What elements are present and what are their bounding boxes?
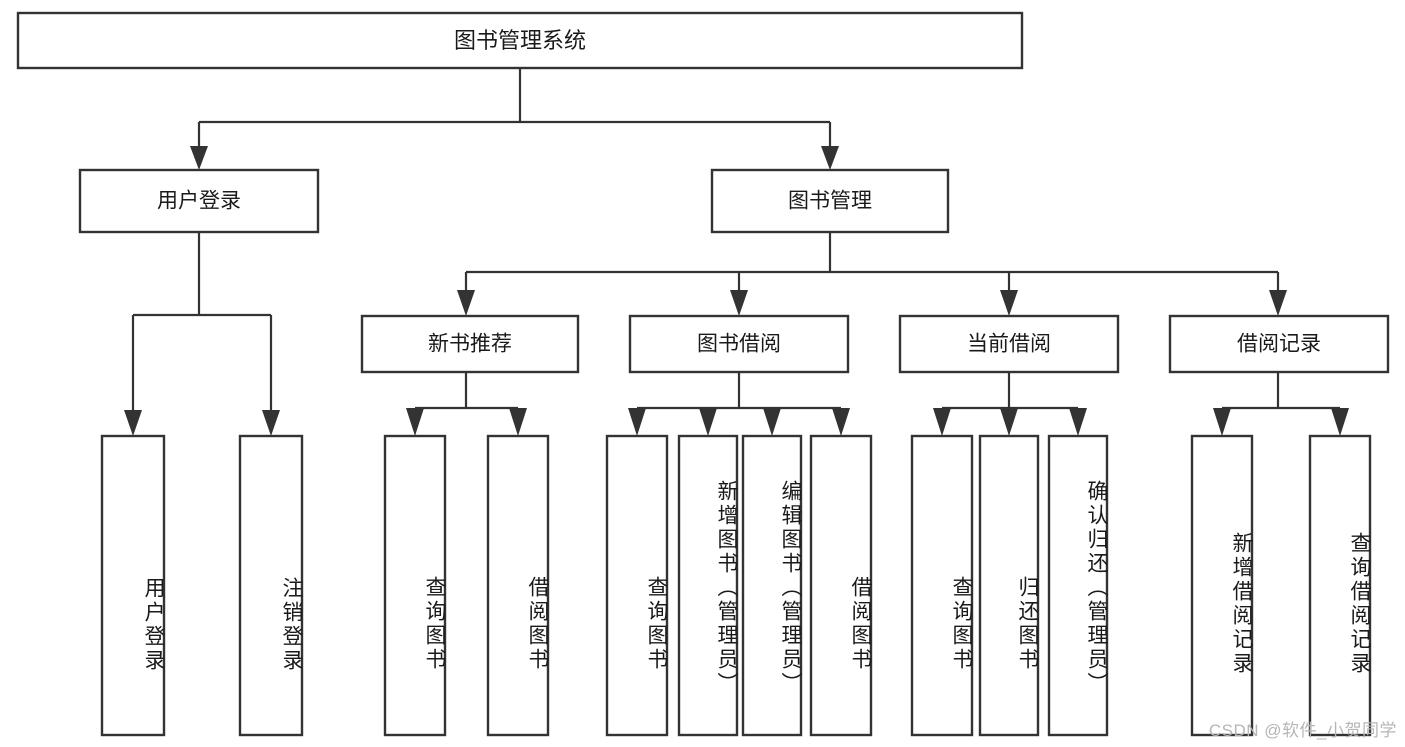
node-box-leaf-borrow-book-2[interactable]	[809, 434, 873, 737]
node-box-leaf-user-login[interactable]	[100, 434, 166, 737]
node-label-user-login: 用户登录	[157, 190, 241, 213]
node-box-leaf-edit-book[interactable]	[741, 434, 803, 737]
node-label-book-management: 图书管理	[788, 190, 872, 213]
node-label-new-book-recommend: 新书推荐	[428, 333, 512, 356]
arrow-head-leaf-add-book	[699, 408, 717, 436]
arrow-head-leaf-return-book	[1000, 408, 1018, 436]
node-box-leaf-add-record[interactable]	[1190, 434, 1254, 737]
node-box-book-borrow[interactable]	[628, 314, 850, 374]
csdn-watermark: CSDN @软件_小贺同学	[1208, 721, 1397, 740]
node-label-borrow-record: 借阅记录	[1237, 333, 1321, 356]
arrow-head-leaf-query-book-1	[406, 408, 424, 436]
node-box-leaf-borrow-book-1[interactable]	[486, 434, 550, 737]
arrow-head-new-book-recommend	[457, 290, 475, 316]
node-layer: 图书管理系统 用户登录 图书管理 新书推荐 图书借阅 当前借阅 借阅记录	[16, 11, 1390, 737]
node-box-new-book-recommend[interactable]	[360, 314, 580, 374]
node-box-book-management[interactable]	[710, 168, 950, 234]
connector-layer	[124, 68, 1349, 436]
arrow-head-leaf-edit-book	[763, 408, 781, 436]
node-box-leaf-query-record[interactable]	[1308, 434, 1372, 737]
node-label-book-borrow: 图书借阅	[697, 333, 781, 356]
arrow-head-leaf-add-record	[1213, 408, 1231, 436]
arrow-head-leaf-borrow-book-2	[832, 408, 850, 436]
node-box-current-borrow[interactable]	[898, 314, 1120, 374]
arrow-head-leaf-confirm-return	[1069, 408, 1087, 436]
node-box-leaf-confirm-return[interactable]	[1047, 434, 1109, 737]
node-box-root[interactable]	[16, 11, 1024, 70]
arrow-head-leaf-query-record	[1331, 408, 1349, 436]
arrow-head-current-borrow	[1000, 290, 1018, 316]
arrow-head-leaf-query-book-2	[628, 408, 646, 436]
arrow-head-book-borrow	[730, 290, 748, 316]
arrow-head-leaf-user-login	[124, 410, 142, 436]
node-box-leaf-return-book[interactable]	[978, 434, 1040, 737]
arrow-head-leaf-logout-login	[262, 410, 280, 436]
node-box-leaf-logout-login[interactable]	[238, 434, 304, 737]
arrow-head-leaf-borrow-book-1	[509, 408, 527, 436]
node-box-leaf-query-book-1[interactable]	[383, 434, 447, 737]
node-box-leaf-query-book-3[interactable]	[910, 434, 974, 737]
arrow-head-borrow-record	[1269, 290, 1287, 316]
node-box-borrow-record[interactable]	[1168, 314, 1390, 374]
arrow-head-user-login	[190, 146, 208, 170]
arrow-head-leaf-query-book-3	[933, 408, 951, 436]
node-label-current-borrow: 当前借阅	[967, 333, 1051, 356]
node-box-leaf-query-book-2[interactable]	[605, 434, 669, 737]
arrow-head-book-management	[821, 146, 839, 170]
node-box-leaf-add-book[interactable]	[677, 434, 739, 737]
node-label-root: 图书管理系统	[454, 28, 586, 53]
node-box-user-login[interactable]	[78, 168, 320, 234]
